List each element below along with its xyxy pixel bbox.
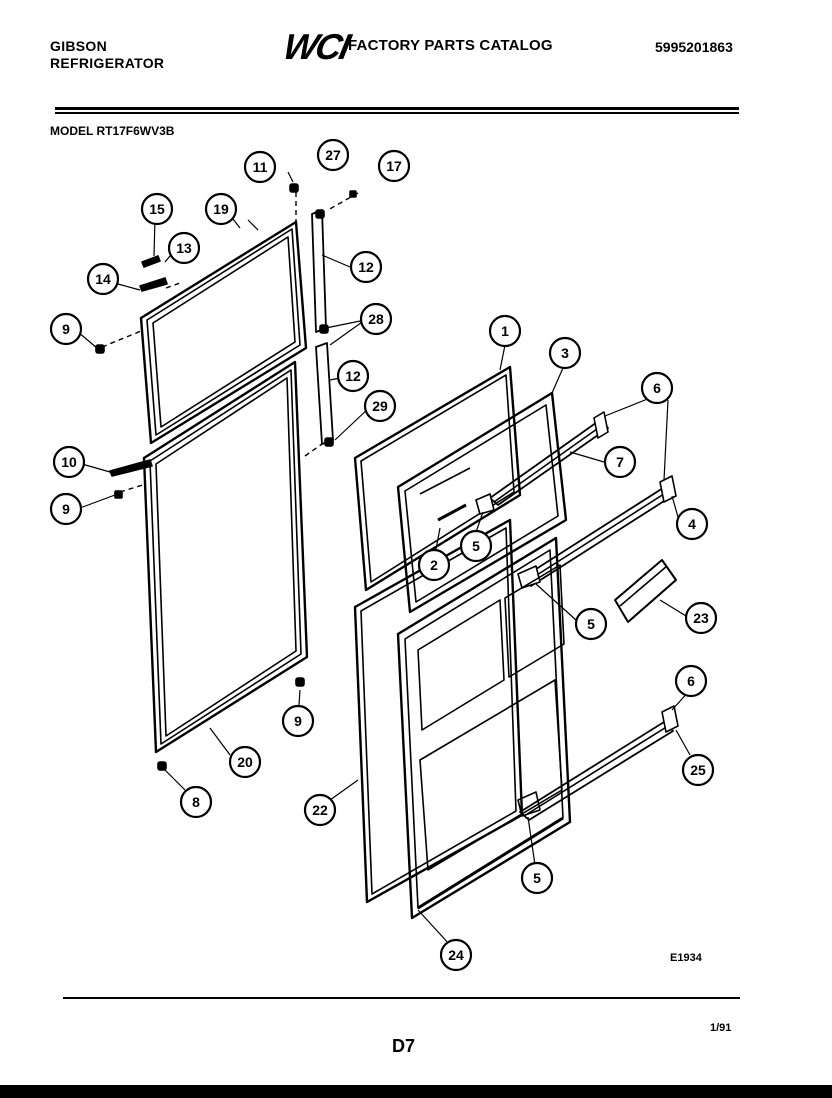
svg-text:8: 8 xyxy=(192,794,200,810)
svg-text:6: 6 xyxy=(653,380,661,396)
svg-text:5: 5 xyxy=(472,538,480,554)
door-shelf-25 xyxy=(519,721,674,821)
svg-text:13: 13 xyxy=(176,240,192,256)
shelf-bracket-5-a xyxy=(475,493,495,515)
callout-9-left-lower: 9 xyxy=(49,492,83,526)
brand-name: GIBSON xyxy=(50,38,108,54)
figure-id: E1934 xyxy=(670,952,702,964)
callout-6-lower: 6 xyxy=(674,664,708,698)
svg-text:10: 10 xyxy=(61,454,77,470)
callout-17: 17 xyxy=(377,149,411,183)
callout-20: 20 xyxy=(228,745,262,779)
svg-text:5: 5 xyxy=(587,616,595,632)
callout-27: 27 xyxy=(316,138,350,172)
model-number: MODEL RT17F6WV3B xyxy=(50,124,175,138)
svg-text:3: 3 xyxy=(561,345,569,361)
shelf-support-6-upper-b xyxy=(659,475,677,503)
svg-text:27: 27 xyxy=(325,147,341,163)
callout-5-lower: 5 xyxy=(520,861,554,895)
revision-date: 1/91 xyxy=(710,1022,732,1034)
callout-28: 28 xyxy=(359,302,393,336)
callout-12-lower: 12 xyxy=(336,359,370,393)
freezer-door-gasket-19 xyxy=(139,220,308,445)
svg-text:11: 11 xyxy=(253,159,268,175)
svg-text:29: 29 xyxy=(372,398,388,414)
callout-8: 8 xyxy=(179,785,213,819)
svg-text:5: 5 xyxy=(533,870,541,886)
shelf-bracket-5-b xyxy=(517,565,541,589)
svg-text:25: 25 xyxy=(690,762,706,778)
callout-9-left-upper: 9 xyxy=(49,312,83,346)
callout-6-upper: 6 xyxy=(640,371,674,405)
hardware-pieces xyxy=(95,183,357,771)
shelf-support-6-upper-a xyxy=(593,411,609,439)
callout-13: 13 xyxy=(167,231,201,265)
svg-text:19: 19 xyxy=(213,201,229,217)
svg-text:14: 14 xyxy=(95,271,111,287)
callout-9-center: 9 xyxy=(281,704,315,738)
callout-1: 1 xyxy=(488,314,522,348)
shelf-support-6-lower xyxy=(661,705,679,733)
svg-text:23: 23 xyxy=(693,610,709,626)
svg-text:7: 7 xyxy=(616,454,624,470)
svg-text:12: 12 xyxy=(358,259,374,275)
callout-19: 19 xyxy=(204,192,238,226)
callout-12-upper: 12 xyxy=(349,250,383,284)
fresh-food-door-gasket-20 xyxy=(142,360,309,754)
page-code: D7 xyxy=(392,1036,416,1056)
leader-lines-dashed xyxy=(101,192,359,493)
svg-text:9: 9 xyxy=(294,713,302,729)
callout-7: 7 xyxy=(603,445,637,479)
svg-text:4: 4 xyxy=(688,516,696,532)
catalog-title: FACTORY PARTS CATALOG xyxy=(348,37,553,54)
door-handle-23 xyxy=(614,559,677,623)
svg-text:15: 15 xyxy=(149,201,165,217)
callout-5-upper: 5 xyxy=(459,529,493,563)
svg-text:12: 12 xyxy=(345,368,361,384)
callout-15: 15 xyxy=(140,192,174,226)
svg-text:24: 24 xyxy=(448,947,464,963)
header-rule-thin xyxy=(55,112,739,114)
leader-lines xyxy=(77,171,691,946)
brand-block: GIBSON REFRIGERATOR xyxy=(50,38,164,72)
svg-text:9: 9 xyxy=(62,501,70,517)
catalog-part-number: 5995201863 xyxy=(655,39,733,55)
callout-4: 4 xyxy=(675,507,709,541)
svg-text:22: 22 xyxy=(312,802,328,818)
callout-10: 10 xyxy=(52,445,86,479)
svg-text:1: 1 xyxy=(501,323,509,339)
svg-text:28: 28 xyxy=(368,311,384,327)
freezer-door-liner-3 xyxy=(396,391,568,614)
fresh-food-door-liner-24 xyxy=(396,536,572,920)
scan-edge xyxy=(0,1085,832,1098)
header-rule-thick xyxy=(55,107,739,110)
callout-29: 29 xyxy=(363,389,397,423)
callout-23: 23 xyxy=(684,601,718,635)
svg-text:20: 20 xyxy=(237,754,253,770)
callout-3: 3 xyxy=(548,336,582,370)
svg-text:17: 17 xyxy=(386,158,402,174)
hinge-bar-upper xyxy=(311,209,327,333)
fresh-food-inner-gasket-22 xyxy=(353,518,524,904)
callout-2: 2 xyxy=(417,548,451,582)
callout-5-middle: 5 xyxy=(574,607,608,641)
callout-25: 25 xyxy=(681,753,715,787)
callout-24: 24 xyxy=(439,938,473,972)
svg-text:6: 6 xyxy=(687,673,695,689)
callout-22: 22 xyxy=(303,793,337,827)
callout-11-freezer-top: 11 xyxy=(243,150,277,184)
hinge-bar-lower xyxy=(315,342,334,445)
footer-rule xyxy=(63,997,740,999)
callout-14: 14 xyxy=(86,262,120,296)
product-type: REFRIGERATOR xyxy=(50,55,165,71)
svg-text:9: 9 xyxy=(62,321,70,337)
freezer-inner-gasket-1 xyxy=(353,365,522,592)
svg-text:2: 2 xyxy=(430,557,438,573)
